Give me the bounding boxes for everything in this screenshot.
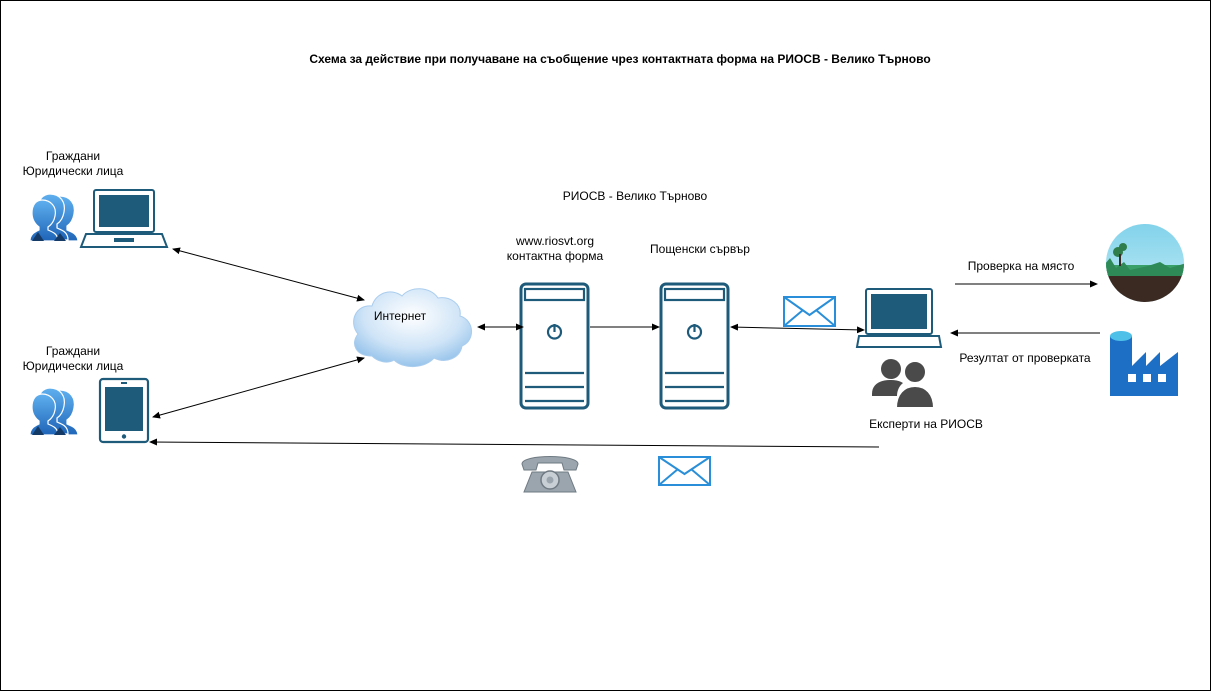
laptop-icon xyxy=(79,189,169,248)
webserver-label-line2: контактна форма xyxy=(507,249,604,263)
check-result-label: Резултат от проверката xyxy=(959,351,1091,365)
citizens-bottom-label-line2: Юридически лица xyxy=(23,359,124,373)
laptop-icon xyxy=(855,288,943,348)
telephone-icon xyxy=(521,456,579,493)
org-label: РИОСВ - Велико Търново xyxy=(563,189,708,203)
users-icon xyxy=(29,387,79,437)
webserver-label-line1: www.riosvt.org xyxy=(515,234,594,248)
envelope-icon xyxy=(783,296,836,327)
experts-label: Експерти на РИОСВ xyxy=(869,417,983,431)
cloud-icon xyxy=(353,288,472,367)
users-icon xyxy=(29,193,79,243)
citizens-top-label-line2: Юридически лица xyxy=(23,164,124,178)
envelope-icon xyxy=(658,456,711,486)
mailserver-label: Пощенски сървър xyxy=(650,242,750,256)
factory-icon xyxy=(1110,331,1178,396)
edge-experts-citizens-reply xyxy=(149,438,880,448)
people-icon xyxy=(872,359,936,409)
citizens-bottom-label-line1: Граждани xyxy=(46,344,100,358)
server-icon xyxy=(519,282,590,410)
edge-laptop-internet xyxy=(172,247,365,302)
connectors xyxy=(149,247,1100,448)
edge-mailserver-experts xyxy=(730,323,865,334)
tablet-icon xyxy=(98,377,150,444)
server-icon xyxy=(659,282,730,410)
internet-label: Интернет xyxy=(374,309,427,323)
citizens-top-label-line1: Граждани xyxy=(46,149,100,163)
diagram-title: Схема за действие при получаване на съоб… xyxy=(309,52,930,66)
edge-tablet-internet xyxy=(152,356,365,419)
onsite-check-label: Проверка на място xyxy=(968,259,1075,273)
